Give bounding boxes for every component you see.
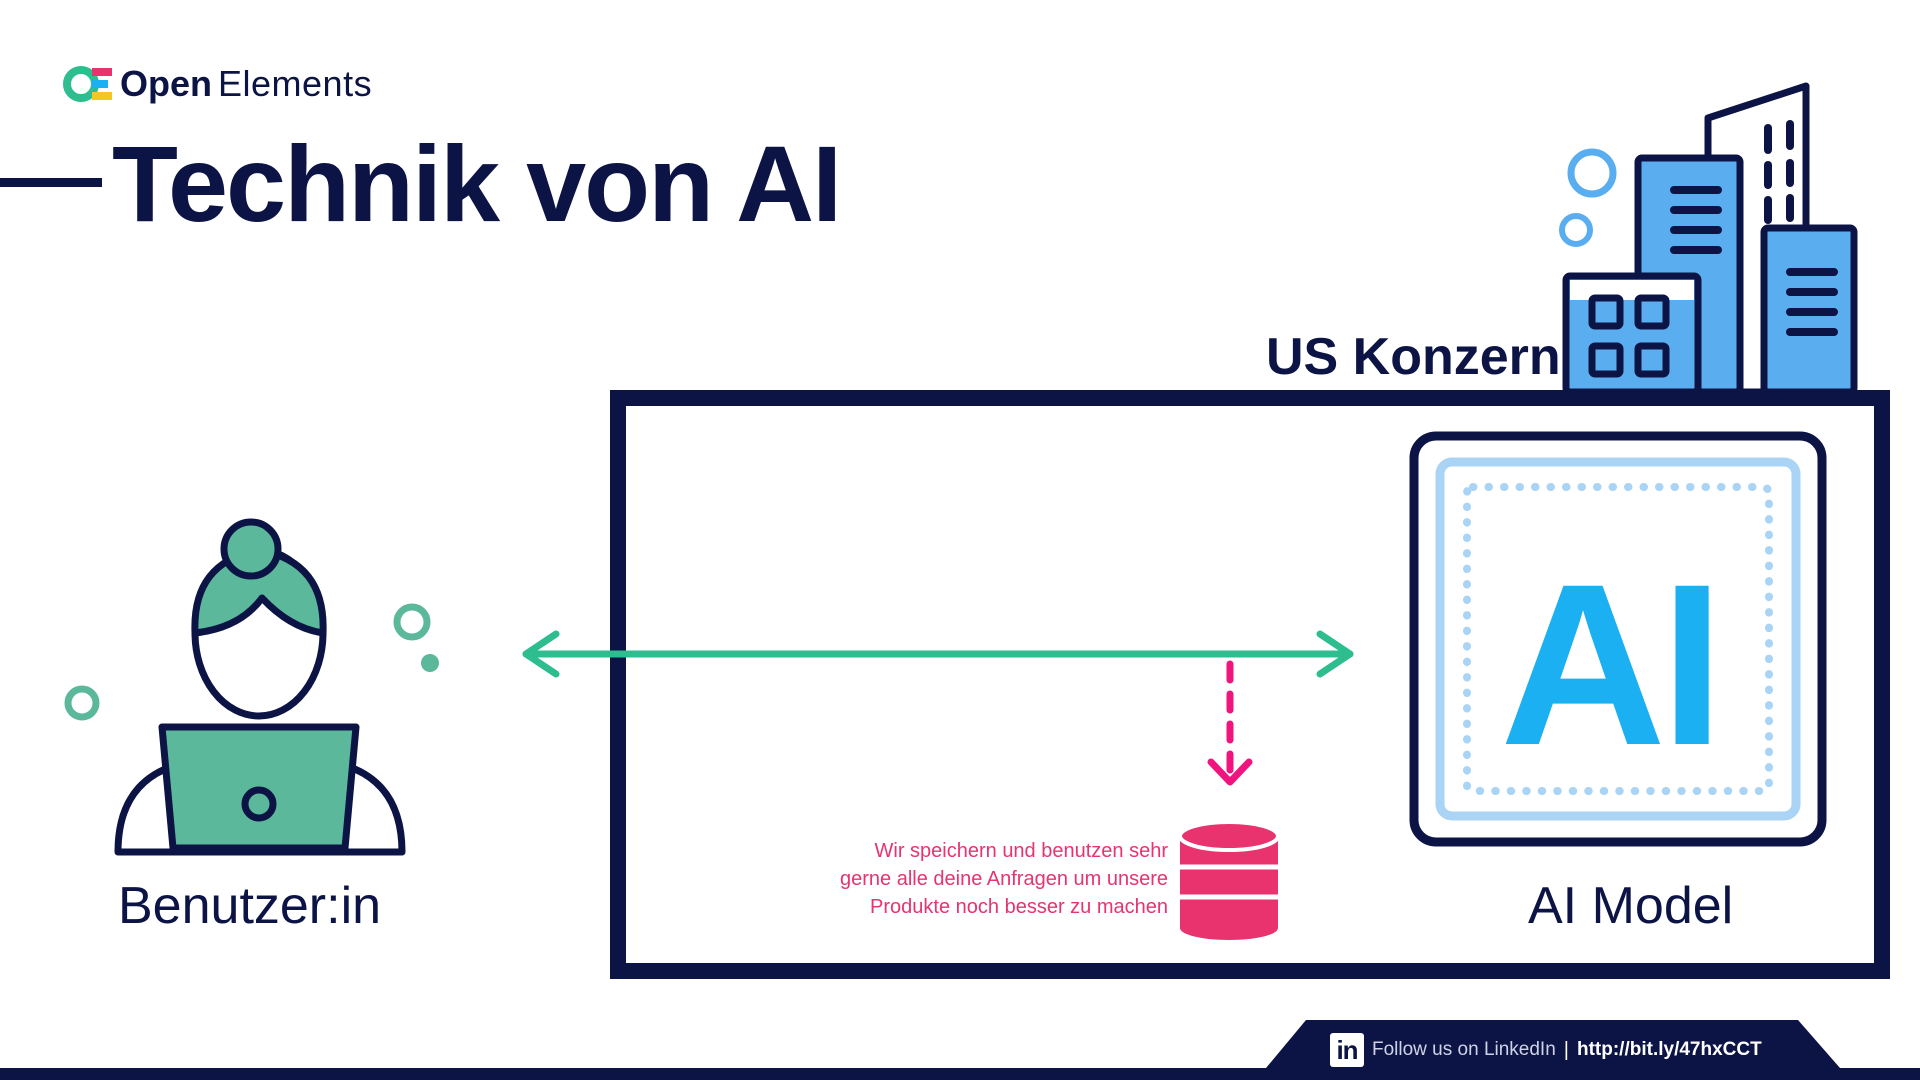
logo-elements-text: Elements [218,63,373,104]
footer-line [0,1068,1920,1080]
page-title: Technik von AI [112,123,842,244]
company-label: US Konzern [1266,328,1561,386]
linkedin-icon[interactable]: in [1330,1033,1364,1067]
storage-note: Wir speichern und benutzen sehr gerne al… [800,837,1168,921]
company-box [610,390,1890,979]
follow-text: Follow us on LinkedIn [1372,1039,1556,1060]
request-arrow [522,630,1354,678]
open-elements-logo-icon [63,66,112,102]
ai-chip-text: AI [1500,536,1724,793]
user-laptop-icon [64,518,439,856]
linkedin-link[interactable]: http://bit.ly/47hxCCT [1576,1039,1762,1060]
storage-note-line: Wir speichern und benutzen sehr [874,840,1169,862]
logo-open-text: Open [120,63,213,104]
ai-model-chip [1409,431,1827,847]
title-rule [0,178,102,187]
footer-tab [1266,1020,1840,1068]
buildings-icon [1559,82,1858,396]
footer-linkedin[interactable]: in Follow us on LinkedIn | http://bit.ly… [1330,1032,1762,1068]
storage-arrow [1207,660,1253,786]
footer-separator: | [1563,1038,1569,1061]
user-label: Benutzer:in [118,877,382,935]
model-label: AI Model [1528,877,1734,935]
storage-note-line: Produkte noch besser zu machen [870,896,1168,918]
storage-note-line: gerne alle deine Anfragen um unsere [839,868,1168,890]
database-icon [1178,820,1280,940]
